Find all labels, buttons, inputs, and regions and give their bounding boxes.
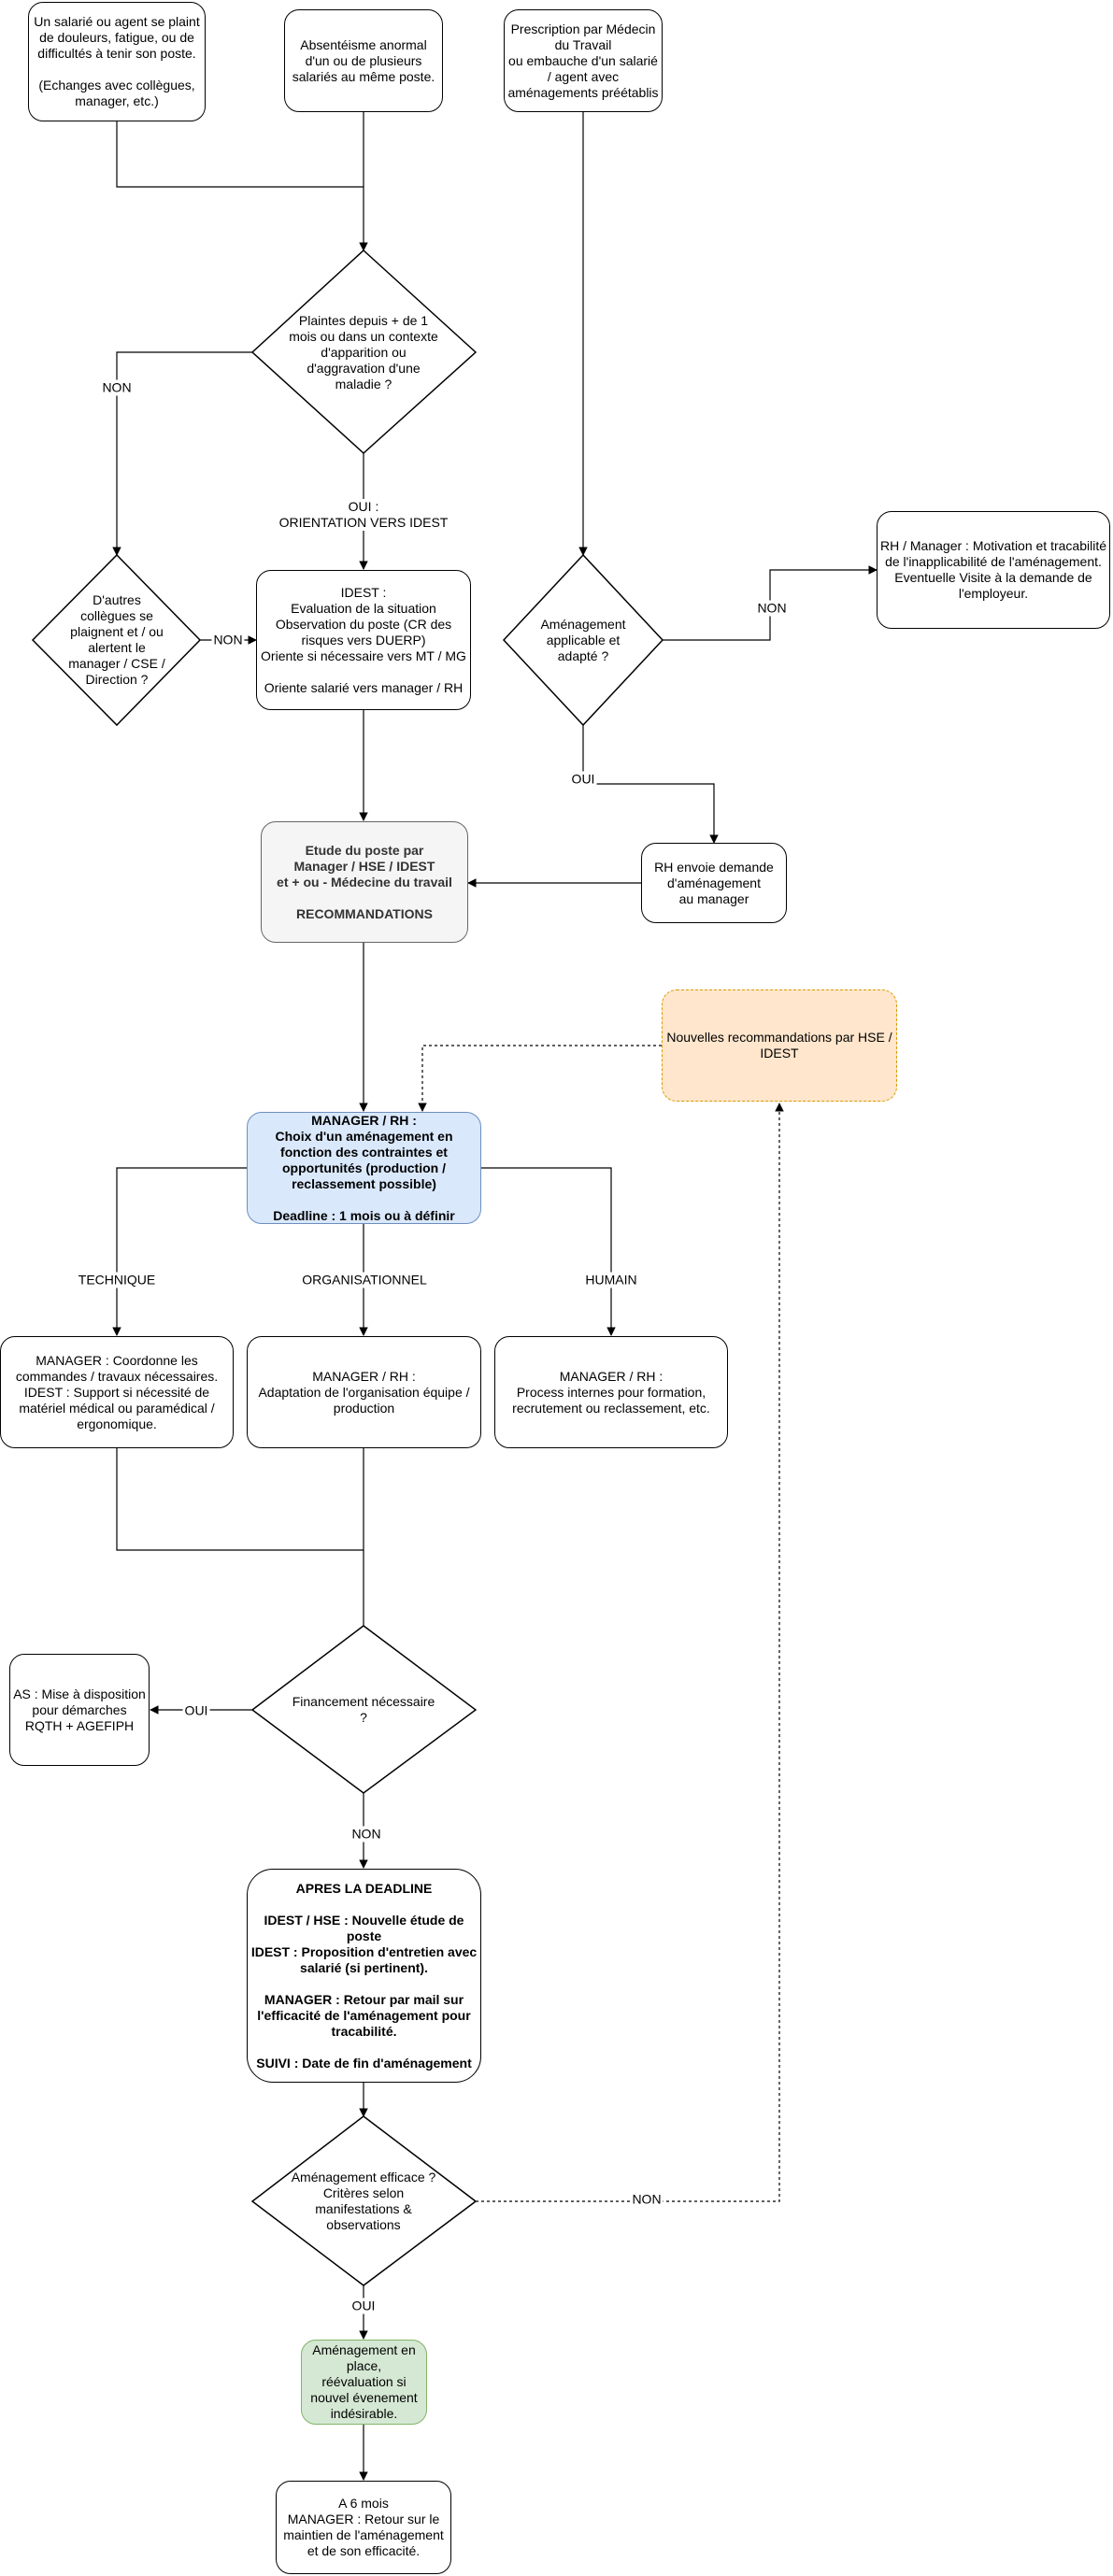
box-nouvelles-recommandations: Nouvelles recommandations par HSE / IDES…: [662, 989, 897, 1102]
diamond-autres-text: D'autres collègues se plaignent et / ou …: [68, 592, 165, 687]
edge-label-humain: HUMAIN: [583, 1272, 639, 1288]
box-as-mise-disposition: AS : Mise à disposition pour démarches R…: [9, 1654, 150, 1766]
diamond-financement-text: Financement nécessaire ?: [292, 1694, 435, 1725]
edge-label-oui-financement: OUI: [182, 1702, 210, 1719]
box-humain: MANAGER / RH : Process internes pour for…: [494, 1336, 728, 1448]
edge-label-oui-orientation: OUI : ORIENTATION VERS IDEST: [277, 499, 450, 531]
diamond-efficace: [250, 2115, 478, 2286]
box-manager-rh-choix: MANAGER / RH : Choix d'un aménagement en…: [247, 1112, 481, 1224]
diamond-efficace-text: Aménagement efficace ? Critères selon ma…: [291, 2170, 436, 2232]
connector-manager-technique: [112, 1167, 247, 1336]
edge-label-non-financement: NON: [350, 1826, 383, 1843]
edge-label-non-amenagement: NON: [755, 600, 789, 617]
connector-technique-merge: [116, 1447, 364, 1551]
edge-label-oui-efficace: OUI: [350, 2298, 378, 2314]
edge-label-organisationnel: ORGANISATIONNEL: [300, 1272, 429, 1288]
diamond-autres: [31, 553, 202, 727]
box-rh-motivation: RH / Manager : Motivation et tracabilité…: [877, 511, 1110, 629]
diamond-amenagement-applicable: [502, 553, 664, 727]
box-technique: MANAGER : Coordonne les commandes / trav…: [0, 1336, 234, 1448]
diamond-amenagement-text: Aménagement applicable et adapté ?: [540, 616, 626, 663]
edge-label-non-autres: NON: [211, 632, 245, 648]
edge-label-oui-amenagement: OUI: [569, 771, 597, 788]
edge-label-non-efficace: NON: [630, 2191, 664, 2208]
connector-efficace-nouvelles-reco: [476, 1103, 784, 2202]
edge-label-non-plaintes: NON: [100, 379, 134, 396]
diamond-plaintes: [250, 249, 478, 455]
connector-plaintes-autres: [112, 351, 252, 556]
box-six-mois: A 6 mois MANAGER : Retour sur le maintie…: [276, 2481, 451, 2574]
box-rh-envoie: RH envoie demande d'aménagement au manag…: [641, 843, 787, 923]
connector-complaint-merge: [116, 121, 364, 188]
box-complaint: Un salarié ou agent se plaint de douleur…: [28, 2, 206, 121]
box-organisation: MANAGER / RH : Adaptation de l'organisat…: [247, 1336, 481, 1448]
diamond-plaintes-text: Plaintes depuis + de 1 mois ou dans un c…: [289, 312, 438, 391]
box-amenagement-en-place: Aménagement en place, réévaluation si no…: [301, 2340, 427, 2425]
box-absenteeism: Absentéisme anormal d'un ou de plusieurs…: [284, 9, 443, 112]
box-etude-poste: Etude du poste par Manager / HSE / IDEST…: [261, 821, 468, 943]
box-idest: IDEST : Evaluation de la situation Obser…: [256, 570, 471, 710]
connector-nouvelles-reco-manager: [418, 1045, 662, 1112]
edge-label-technique: TECHNIQUE: [76, 1272, 158, 1288]
diamond-financement: [250, 1625, 478, 1794]
connector-amenagement-rh-envoie: [582, 725, 719, 844]
box-prescription: Prescription par Médecin du Travail ou e…: [504, 9, 663, 112]
box-apres-deadline: APRES LA DEADLINE IDEST / HSE : Nouvelle…: [247, 1869, 481, 2083]
connector-manager-humain: [480, 1167, 616, 1336]
